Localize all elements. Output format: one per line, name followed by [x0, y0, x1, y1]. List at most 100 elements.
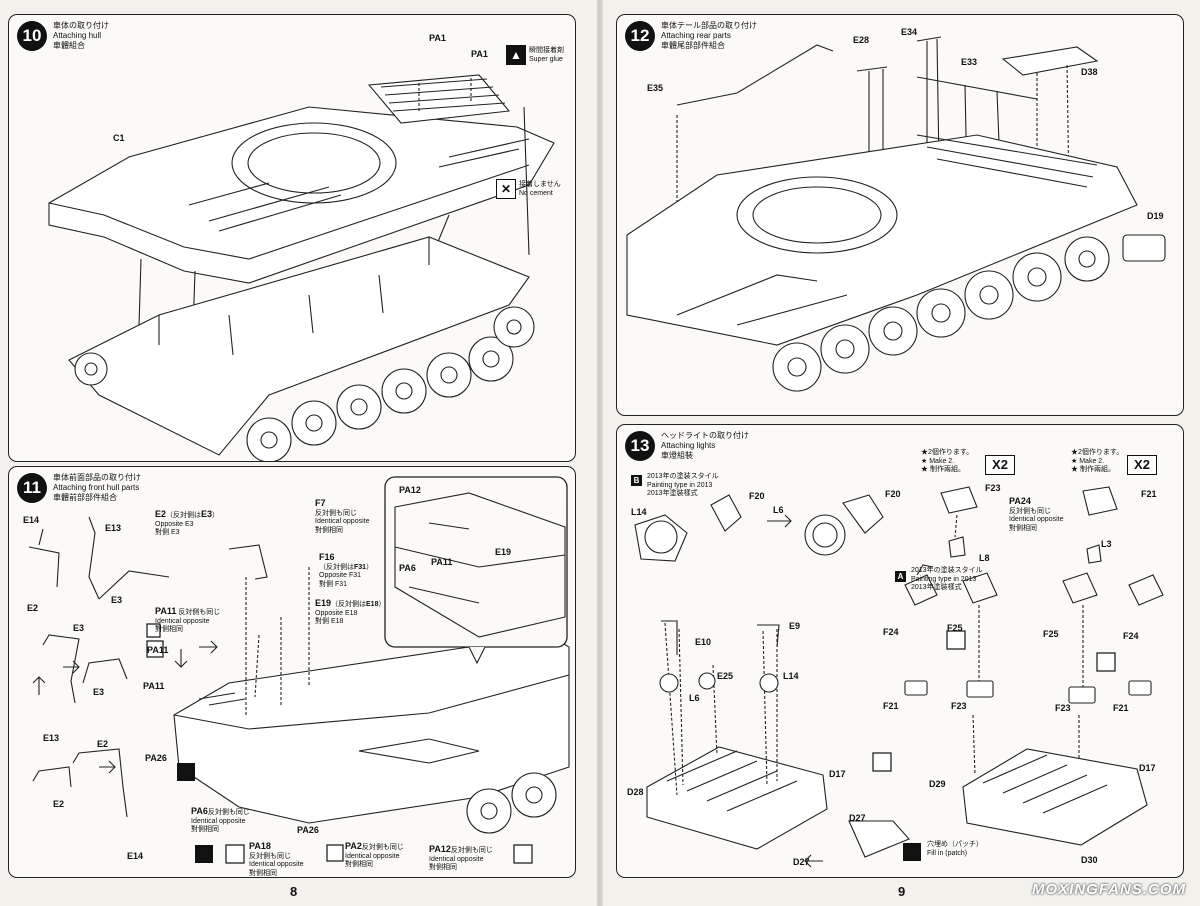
identical-note-jp: 反対側も同じ [315, 509, 357, 517]
step-title-jp: 車体テール部品の取り付け [661, 21, 757, 30]
identical-note-en: Identical opposite [249, 861, 304, 868]
part-label-l6: L6 [773, 505, 784, 515]
identical-note-cn: 對側相同 [429, 864, 457, 871]
painting-type-a-tag: A [895, 571, 906, 582]
opposite-note-cn: 對側 E3 [155, 529, 180, 536]
part-label-e3: E3 [73, 623, 85, 633]
make-two-cn: ★ 制作兩組。 [1071, 466, 1115, 473]
step-13-panel: 13 ヘッドライトの取り付け Attaching lights 車燈組裝 [616, 424, 1184, 878]
identical-note-en: Identical opposite [155, 617, 210, 625]
part-label-e14: E14 [23, 515, 40, 525]
make-two-jp: ★2個作ります。 [1071, 449, 1124, 456]
part-label-f23: F23 [1055, 703, 1071, 713]
opposite-note-en: Opposite E3 [155, 520, 194, 528]
identical-note-cn: 對側相同 [155, 626, 183, 633]
f16-note: F16 （反対側はF31） Opposite F31 對側 F31 [319, 553, 373, 589]
opposite-note-close: ） [212, 512, 220, 519]
part-label-l14: L14 [783, 671, 799, 681]
part-label-f25: F25 [947, 623, 963, 633]
part-label-f20: F20 [885, 489, 901, 499]
step-number: 11 [17, 473, 47, 503]
no-cement-label: 接着しません No cement [519, 181, 561, 198]
part-label-l14: L14 [631, 507, 647, 517]
identical-note-jp: 反対側も同じ [207, 809, 250, 816]
part-label-pa12: PA12 [429, 844, 451, 854]
part-label-e13: E13 [43, 733, 60, 743]
opposite-note-close: ） [378, 601, 386, 608]
part-label-pa6: PA6 [191, 806, 208, 816]
part-label-f24: F24 [883, 627, 899, 637]
opposite-note-en: Opposite F31 [319, 572, 362, 579]
part-label-e34: E34 [901, 27, 918, 37]
step-title-en: Attaching lights [661, 441, 716, 450]
step-title: 車体テール部品の取り付け Attaching rear parts 車體尾部部件… [661, 21, 757, 51]
identical-note-cn: 對側相同 [1009, 524, 1037, 532]
part-label-d29: D29 [929, 779, 946, 789]
page-gutter [597, 0, 603, 906]
identical-note-cn: 對側相同 [249, 869, 277, 877]
front-hull-illustration [28, 476, 570, 864]
part-label-d17: D17 [829, 769, 846, 779]
identical-note-jp: 反対側も同じ [361, 844, 404, 851]
opposite-part-ref: E3 [201, 509, 213, 519]
step-title-en: Attaching hull [53, 31, 102, 40]
painting-note-cn: 2013年塗裝樣式 [647, 490, 698, 497]
opposite-part-ref: F31 [354, 563, 367, 571]
opposite-note-close: ） [366, 563, 374, 571]
inset-label-e19: E19 [495, 547, 512, 557]
part-label-l8: L8 [979, 553, 990, 563]
part-label-f25: F25 [1043, 629, 1059, 639]
part-label-e33: E33 [961, 57, 978, 67]
part-label-e9: E9 [789, 621, 801, 631]
part-label-pa1: PA1 [429, 33, 446, 43]
part-label-f7: F7 [315, 498, 326, 508]
make-two-note: ★2個作ります。 ★ Make 2. ★ 制作兩組。 [1071, 449, 1123, 475]
part-label-e3: E3 [111, 595, 123, 605]
identical-note-jp: 反対側も同じ [178, 609, 221, 616]
step-11-panel: 11 車体前面部品の取り付け Attaching front hull part… [8, 466, 576, 878]
fill-in-note: 穴埋め（パッチ） Fill in (patch) [927, 841, 983, 858]
super-glue-label-en: Super glue [529, 55, 563, 63]
part-label-f24: F24 [1123, 631, 1139, 641]
step-title-cn: 車體尾部部件組合 [661, 41, 725, 50]
make-two-en: ★ Make 2. [921, 457, 955, 465]
pa2-note: PA2反対側も同じ Identical opposite 對側相同 [345, 842, 404, 870]
identical-note-en: Identical opposite [429, 855, 484, 863]
painting-note-cn: 2013年塗裝樣式 [911, 584, 962, 591]
part-label-d27: D27 [793, 857, 810, 867]
step-number: 13 [625, 431, 655, 461]
opposite-note-jp: （反対側は [166, 512, 202, 519]
part-label-d30: D30 [1081, 855, 1098, 865]
lights-illustration [634, 486, 1164, 868]
part-label-l3: L3 [1101, 539, 1112, 549]
step-title-en: Attaching rear parts [661, 31, 731, 40]
part-label-e13: E13 [105, 523, 122, 533]
opposite-part-ref: E18 [366, 601, 379, 608]
step-12-panel: 12 車体テール部品の取り付け Attaching rear parts 車體尾… [616, 14, 1184, 416]
e19-note: E19（反対側はE18） Opposite E18 對側 E18 [315, 599, 385, 627]
step-title-cn: 車體組合 [53, 41, 85, 50]
part-label-e14: E14 [127, 851, 144, 861]
identical-note-jp: 反対側も同じ [1009, 507, 1051, 515]
step-number: 12 [625, 21, 655, 51]
super-glue-label-jp: 瞬間接着剤 [529, 47, 564, 54]
opposite-note-cn: 對側 E18 [315, 618, 344, 625]
part-label-e28: E28 [853, 35, 870, 45]
part-label-e10: E10 [695, 637, 712, 647]
part-label-f21: F21 [1141, 489, 1157, 499]
pa24-note: PA24 反対側も同じ Identical opposite 對側相同 [1009, 497, 1063, 533]
part-label-d27: D27 [849, 813, 866, 823]
no-cement-label-jp: 接着しません [519, 181, 561, 188]
make-two-cn: ★ 制作兩組。 [921, 466, 965, 473]
part-label-pa2: PA2 [345, 841, 362, 851]
inset-label-pa11: PA11 [431, 557, 453, 567]
make-two-en: ★ Make 2. [1071, 457, 1105, 465]
pa6-note: PA6反対側も同じ Identical opposite 對側相同 [191, 807, 250, 835]
painting-note-jp: 2013年の塗装スタイル [911, 567, 983, 574]
step-title-jp: 車体前面部品の取り付け [53, 473, 141, 482]
part-label-pa1: PA1 [471, 49, 488, 59]
opposite-note-jp: （反対側は [331, 601, 367, 608]
part-label-pa11: PA11 [143, 681, 165, 691]
no-cement-icon: ✕ [496, 179, 516, 199]
